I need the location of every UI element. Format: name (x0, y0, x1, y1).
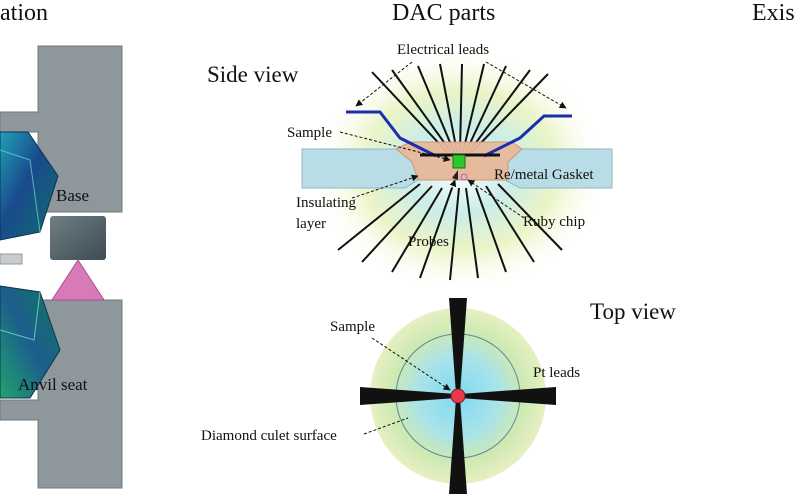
pt-leads (360, 298, 556, 494)
pt-lead-left (360, 387, 456, 405)
anvil-seat-label: Anvil seat (18, 375, 88, 394)
top-leaders (363, 337, 451, 435)
probes-label: Probes (408, 234, 449, 250)
pt-lead-bottom (449, 398, 467, 494)
top-view-title: Top view (590, 299, 676, 324)
side-view-panel: Side view (207, 42, 613, 295)
upper-diamond-facet (0, 149, 41, 233)
cell-config-panel: Base Anvil seat (0, 45, 123, 489)
gasket-label: Re/metal Gasket (494, 167, 594, 183)
culet-surface-label: Diamond culet surface (201, 428, 337, 444)
electrical-lead-left (346, 110, 437, 158)
anvil-seat-frame (0, 299, 123, 489)
pt-lead-right (460, 387, 556, 405)
side-view-title: Side view (207, 62, 299, 87)
ruby-chip-dot (460, 173, 468, 181)
ruby-chip-label: Ruby chip (523, 214, 585, 230)
lower-diamond-facets (337, 183, 563, 281)
pink-triangle (51, 259, 105, 301)
electrical-leads-label: Electrical leads (397, 42, 489, 58)
header-left: ration (0, 0, 48, 26)
probe-tip (452, 170, 458, 180)
lower-diamond-facet (0, 291, 41, 341)
insulating-label-1: Insulating (296, 195, 356, 211)
base-label: Base (56, 186, 89, 205)
top-sample (450, 388, 466, 404)
insulating-label-2: layer (296, 216, 326, 232)
side-sample-label: Sample (287, 125, 332, 141)
top-sample-label: Sample (330, 319, 375, 335)
upper-diamond-facets (371, 63, 549, 153)
pt-lead-top (449, 298, 467, 394)
header-right: Exis (752, 0, 795, 26)
side-leaders (339, 61, 567, 233)
base-frame (0, 45, 123, 213)
electrical-lead-right (483, 114, 572, 158)
gasket-bar (0, 253, 23, 265)
lower-diamond (0, 285, 61, 399)
header-center: DAC parts (392, 0, 495, 26)
seat-block (50, 216, 106, 260)
side-sample (452, 154, 466, 169)
top-view-panel: Top view Sample Pt leads Diamond culet s… (201, 298, 676, 494)
upper-diamond (0, 131, 59, 241)
pt-leads-label: Pt leads (533, 365, 580, 381)
